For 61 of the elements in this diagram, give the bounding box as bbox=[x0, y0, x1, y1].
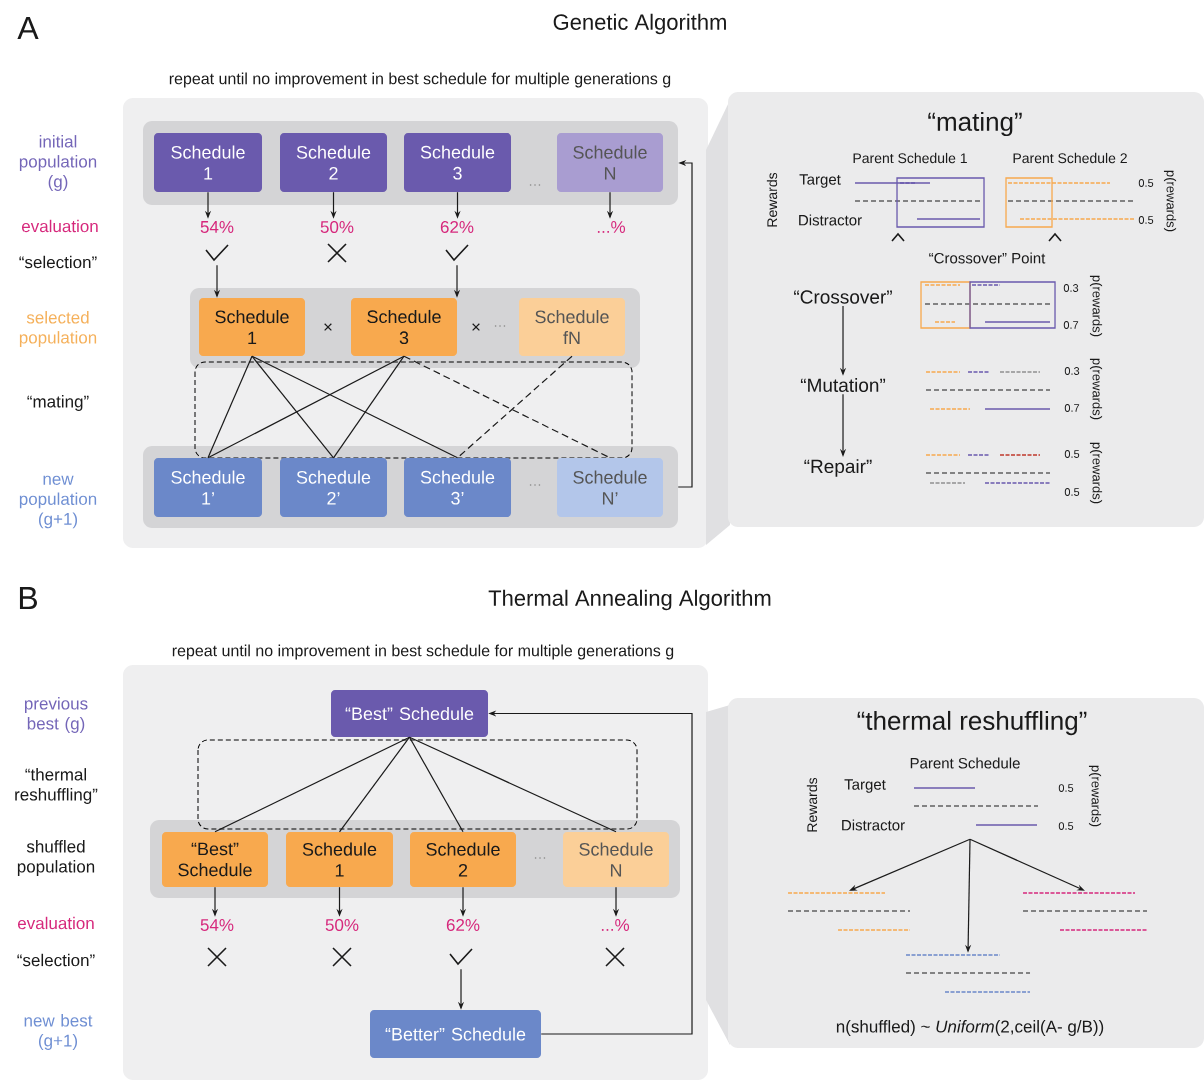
row-label: “thermal reshuffling” bbox=[15, 768, 98, 804]
schedule-box: Schedule N bbox=[563, 832, 669, 887]
row-label: selected population bbox=[19, 311, 97, 347]
percentage: ...% bbox=[597, 221, 626, 233]
percentage: 50% bbox=[325, 919, 359, 932]
schedule-box: Schedule 3 bbox=[404, 133, 511, 192]
checkmark bbox=[449, 948, 473, 966]
schedule-box: “Best” Schedule bbox=[331, 690, 488, 737]
schedule-box: Schedule 1 bbox=[154, 133, 262, 192]
connector-line bbox=[251, 355, 459, 459]
schedule-box: Schedule 1 bbox=[286, 832, 393, 887]
connector-line bbox=[214, 736, 411, 833]
schedule-box: Schedule 1’ bbox=[154, 458, 262, 517]
panel-heading: repeat until no improvement in best schedule for multiple generations g bbox=[169, 72, 671, 88]
connector-line bbox=[338, 736, 411, 833]
row-label: “selection” bbox=[19, 255, 97, 269]
schedule-box: “Best” Schedule bbox=[162, 832, 268, 887]
panel-letter: A bbox=[17, 17, 39, 39]
percentage: 54% bbox=[200, 221, 234, 233]
connector-line bbox=[408, 736, 464, 833]
schedule-box: Schedule 2 bbox=[410, 832, 516, 887]
row-label: evaluation bbox=[21, 219, 98, 233]
connector-line bbox=[251, 355, 335, 459]
percentage: 50% bbox=[320, 221, 354, 234]
connector-line bbox=[408, 736, 617, 833]
ellipsis: … bbox=[529, 484, 541, 486]
row-label: new best (g+1) bbox=[24, 1014, 93, 1050]
row-label: “selection” bbox=[17, 953, 95, 967]
percentage: 62% bbox=[440, 221, 474, 234]
schedule-box: Schedule N’ bbox=[557, 458, 663, 517]
schedule-box: Schedule fN bbox=[519, 298, 625, 356]
schedule-box: Schedule 2 bbox=[280, 133, 387, 192]
row-label: previous best (g) bbox=[24, 697, 88, 733]
title: Genetic Algorithm bbox=[553, 13, 726, 35]
panel-letter: B bbox=[19, 587, 37, 609]
title: Thermal Annealing Algorithm bbox=[488, 589, 771, 611]
checkmark bbox=[445, 244, 469, 262]
schedule-box: Schedule 3’ bbox=[404, 458, 511, 517]
connector-line bbox=[332, 355, 405, 459]
schedule-box: “Better” Schedule bbox=[370, 1010, 541, 1058]
panel-heading: repeat until no improvement in best schedule for multiple generations g bbox=[172, 644, 674, 660]
percentage: 54% bbox=[200, 919, 234, 931]
ellipsis: … bbox=[494, 325, 506, 327]
schedule-box: Schedule 1 bbox=[199, 298, 305, 356]
ellipsis: … bbox=[534, 857, 546, 859]
schedule-box: Schedule N bbox=[557, 133, 663, 192]
ellipsis: … bbox=[529, 184, 541, 186]
row-label: evaluation bbox=[17, 916, 94, 930]
connector-line bbox=[207, 355, 405, 459]
percentage: 62% bbox=[446, 919, 480, 932]
row-label: new population (g+1) bbox=[19, 475, 97, 529]
row-label: shuffled population bbox=[17, 840, 95, 876]
schedule-box: Schedule 2’ bbox=[280, 458, 387, 517]
row-label: initial population (g) bbox=[19, 135, 97, 191]
times-sign: × bbox=[324, 323, 332, 331]
checkmark bbox=[205, 244, 229, 262]
row-label: “mating” bbox=[27, 395, 89, 411]
times-sign: × bbox=[472, 323, 480, 331]
connector-line bbox=[207, 355, 253, 459]
percentage: ...% bbox=[601, 919, 630, 931]
schedule-box: Schedule 3 bbox=[351, 298, 457, 356]
